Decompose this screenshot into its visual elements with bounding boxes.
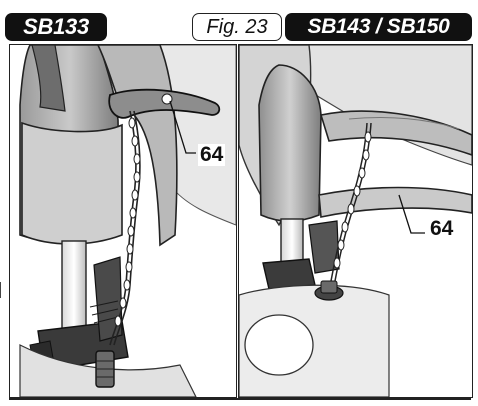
model-badge-right: SB143 / SB150 [285,13,472,41]
illustration-left-svg [10,45,236,397]
illustration-left-panel [9,44,237,398]
bottom-divider [9,398,471,400]
figure-label: Fig. 23 [192,13,282,41]
model-badge-left: SB133 [5,13,107,41]
part-number-callout-right: 64 [428,217,456,240]
margin-mark [0,282,5,298]
part-number-callout-left: 64 [198,143,226,166]
